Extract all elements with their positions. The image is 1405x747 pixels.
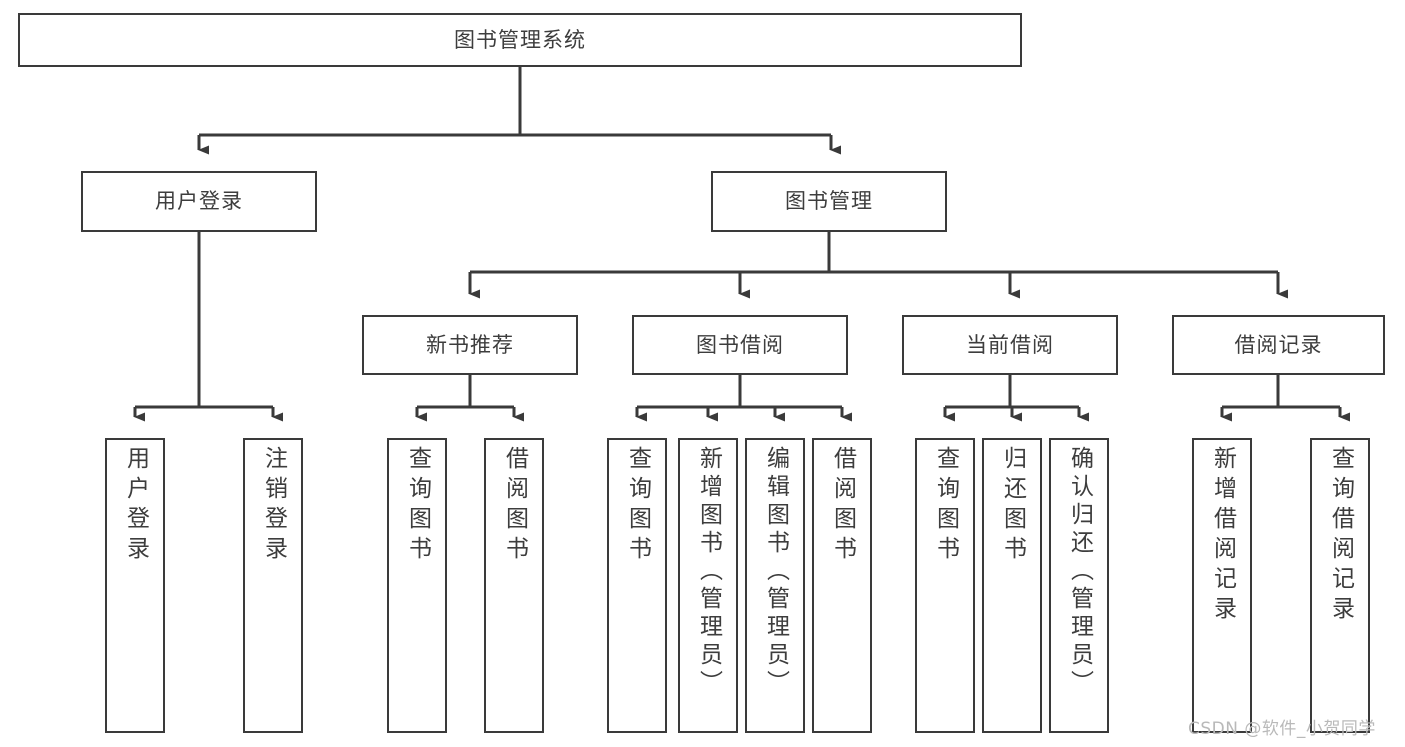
- node-leaf-add-record-label: 新增借阅记录: [1209, 446, 1236, 626]
- node-leaf-return-book-label: 归还图书: [999, 446, 1026, 566]
- node-current-borrow-label: 当前借阅: [966, 332, 1054, 357]
- node-root-label: 图书管理系统: [454, 27, 586, 52]
- node-book-borrow-label: 图书借阅: [696, 332, 784, 357]
- node-book-manage-label: 图书管理: [785, 189, 873, 214]
- node-leaf-query-record-label: 查询借阅记录: [1327, 446, 1354, 626]
- node-leaf-confirm-return-label: 确认归还（管理员）: [1066, 446, 1093, 698]
- node-leaf-borrow-book-rec[interactable]: 借阅图书: [484, 438, 544, 733]
- node-leaf-query-book-borrow[interactable]: 查询图书: [607, 438, 667, 733]
- node-leaf-edit-book[interactable]: 编辑图书（管理员）: [745, 438, 805, 733]
- node-leaf-borrow-book[interactable]: 借阅图书: [812, 438, 872, 733]
- node-root-system[interactable]: 图书管理系统: [18, 13, 1022, 67]
- node-book-manage[interactable]: 图书管理: [711, 171, 947, 232]
- node-borrow-record[interactable]: 借阅记录: [1172, 315, 1385, 375]
- node-leaf-confirm-return[interactable]: 确认归还（管理员）: [1049, 438, 1109, 733]
- node-leaf-edit-book-label: 编辑图书（管理员）: [762, 446, 789, 698]
- node-current-borrow[interactable]: 当前借阅: [902, 315, 1118, 375]
- node-user-login-label: 用户登录: [155, 189, 243, 214]
- node-leaf-user-logout-label: 注销登录: [260, 446, 287, 566]
- node-user-login[interactable]: 用户登录: [81, 171, 317, 232]
- node-new-book-rec-label: 新书推荐: [426, 332, 514, 357]
- node-leaf-user-login-label: 用户登录: [122, 446, 149, 566]
- node-leaf-query-book-current-label: 查询图书: [932, 446, 959, 566]
- node-leaf-add-record[interactable]: 新增借阅记录: [1192, 438, 1252, 733]
- node-leaf-query-book-borrow-label: 查询图书: [624, 446, 651, 566]
- node-borrow-record-label: 借阅记录: [1234, 332, 1323, 357]
- node-leaf-borrow-book-rec-label: 借阅图书: [501, 446, 528, 566]
- node-leaf-add-book[interactable]: 新增图书（管理员）: [678, 438, 738, 733]
- node-leaf-add-book-label: 新增图书（管理员）: [695, 446, 722, 698]
- node-leaf-user-logout[interactable]: 注销登录: [243, 438, 303, 733]
- node-new-book-rec[interactable]: 新书推荐: [362, 315, 578, 375]
- node-leaf-query-book-rec-label: 查询图书: [404, 446, 431, 566]
- node-leaf-query-record[interactable]: 查询借阅记录: [1310, 438, 1370, 733]
- node-leaf-borrow-book-label: 借阅图书: [829, 446, 856, 566]
- node-book-borrow[interactable]: 图书借阅: [632, 315, 848, 375]
- node-leaf-user-login[interactable]: 用户登录: [105, 438, 165, 733]
- node-leaf-query-book-rec[interactable]: 查询图书: [387, 438, 447, 733]
- node-leaf-query-book-current[interactable]: 查询图书: [915, 438, 975, 733]
- node-leaf-return-book[interactable]: 归还图书: [982, 438, 1042, 733]
